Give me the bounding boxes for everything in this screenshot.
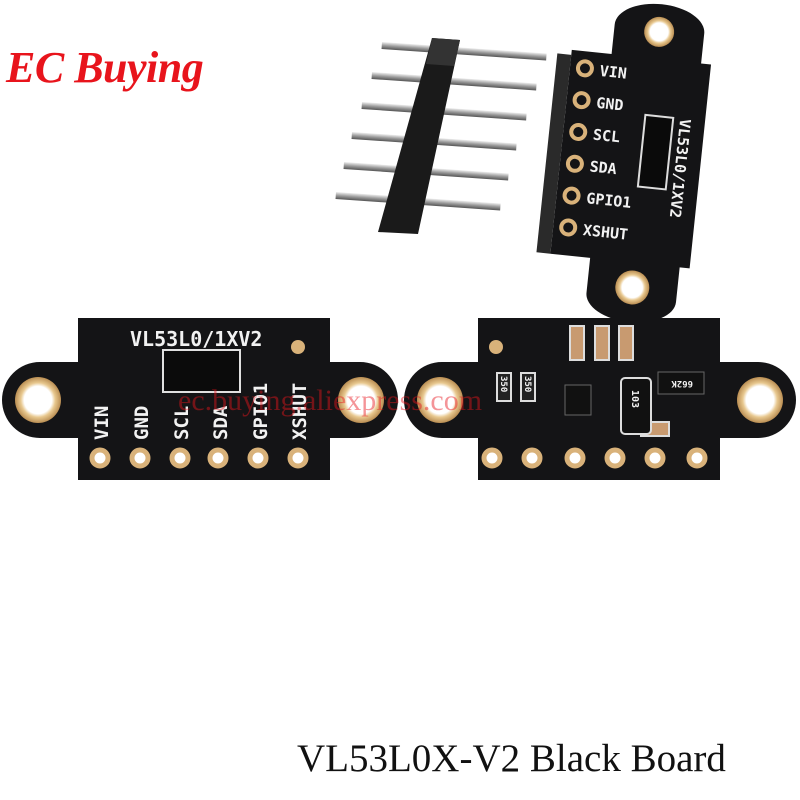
pin-header [335, 38, 547, 234]
board-angled: VL53L0/1XV2 VIN GND SCL SDA GPIO1 XSHUT [536, 3, 712, 323]
angled-pin-label: GND [595, 94, 624, 115]
angled-pin-label: XSHUT [582, 221, 629, 244]
resistor-label: 350 [522, 376, 532, 392]
front-model-label: VL53L0/1XV2 [130, 327, 262, 351]
angled-pin-label: SDA [589, 157, 618, 178]
angled-pin-label: VIN [599, 62, 628, 83]
resistor-label: 350 [498, 376, 508, 392]
front-pin-label: SCL [171, 406, 193, 440]
watermark: ec.buying.aliexpress.com [178, 384, 482, 417]
product-caption: VL53L0X-V2 Black Board [297, 737, 726, 780]
front-pin-label: GND [131, 406, 153, 440]
board-front: VL53L0/1XV2 VIN GND SCL SDA GPIO1 XSHUT [2, 318, 398, 480]
regulator-label: 662K [671, 378, 693, 388]
board-back: 350 350 103 662K [404, 318, 796, 480]
front-pin-label: GPIO1 [250, 383, 272, 440]
angled-pin-label: GPIO1 [585, 189, 632, 212]
front-pin-label: SDA [210, 405, 232, 440]
brand-logo: EC Buying [6, 43, 204, 92]
front-pin-label: VIN [91, 406, 113, 440]
angled-pin-label: SCL [592, 126, 621, 147]
front-pin-label: XSHUT [289, 383, 311, 440]
resistor-array-label: 103 [629, 390, 640, 408]
